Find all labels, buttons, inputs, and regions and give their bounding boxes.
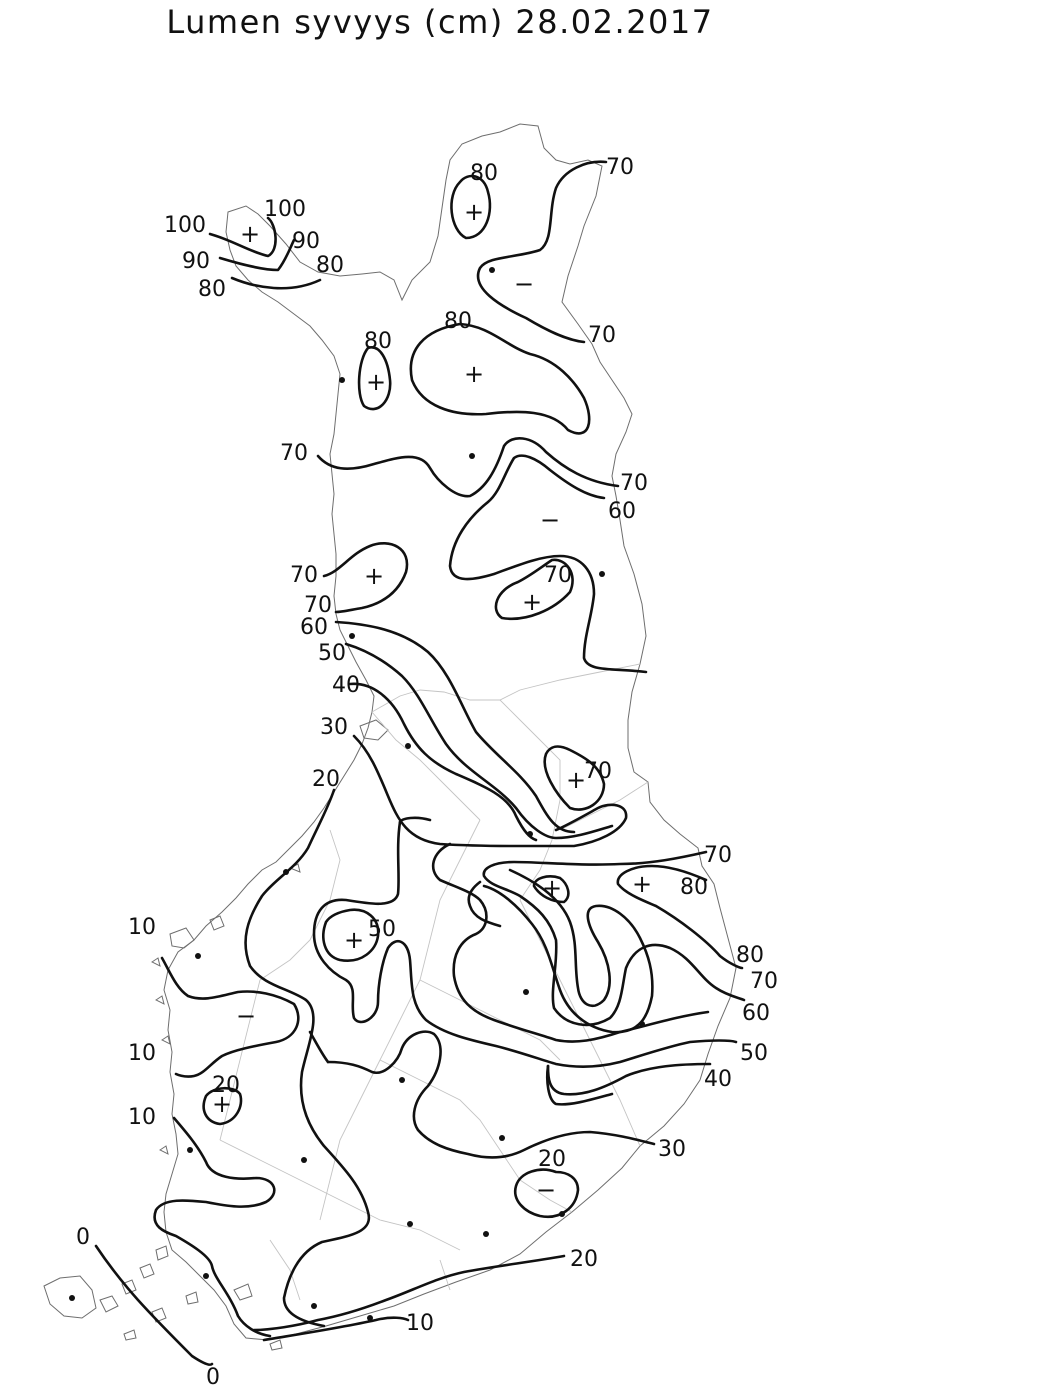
contour-label: 70 <box>588 323 616 348</box>
maximum-marker: + <box>212 1090 232 1118</box>
maximum-marker: + <box>522 588 542 616</box>
contour-label: 50 <box>368 917 396 942</box>
contour-label: 70 <box>544 563 572 588</box>
contour-label: 60 <box>608 499 636 524</box>
minimum-marker: − <box>540 506 560 534</box>
contour-label: 70 <box>750 969 778 994</box>
minimum-marker: − <box>536 1176 556 1204</box>
contour-label: 80 <box>198 277 226 302</box>
maximum-marker: + <box>632 870 652 898</box>
country-border <box>163 123 737 1341</box>
contour-label: 100 <box>164 213 206 238</box>
contour-label: 60 <box>742 1001 770 1026</box>
contour-label: 10 <box>128 915 156 940</box>
station-dots <box>69 267 645 1321</box>
contour-label: 10 <box>128 1105 156 1130</box>
contour-labels: 100 90 80 100 90 80 80 80 80 70 70 70 70… <box>76 155 778 1390</box>
contour-label: 20 <box>570 1247 598 1272</box>
region-borders <box>219 663 649 1301</box>
page-title: Lumen syvyys (cm) 28.02.2017 <box>166 3 714 41</box>
maximum-marker: + <box>464 198 484 226</box>
maximum-marker: + <box>366 368 386 396</box>
contour-label: 70 <box>704 843 732 868</box>
contour-label: 80 <box>444 309 472 334</box>
maximum-marker: + <box>364 562 384 590</box>
contour-label: 100 <box>264 197 306 222</box>
contour-label: 30 <box>658 1137 686 1162</box>
contour-label: 20 <box>312 767 340 792</box>
maximum-marker: + <box>344 926 364 954</box>
contour-label: 70 <box>584 759 612 784</box>
contour-label: 90 <box>182 249 210 274</box>
maximum-marker: + <box>542 874 562 902</box>
minimum-marker: − <box>514 270 534 298</box>
contour-label: 80 <box>316 253 344 278</box>
contour-label: 0 <box>206 1365 220 1390</box>
contour-label: 20 <box>212 1073 240 1098</box>
contour-label: 10 <box>406 1311 434 1336</box>
contour-label: 70 <box>620 471 648 496</box>
contour-label: 50 <box>318 641 346 666</box>
contour-label: 20 <box>538 1147 566 1172</box>
contour-label: 40 <box>332 673 360 698</box>
contour-label: 50 <box>740 1041 768 1066</box>
contour-label: 80 <box>680 875 708 900</box>
contour-label: 40 <box>704 1067 732 1092</box>
contour-label: 80 <box>470 161 498 186</box>
contour-label: 30 <box>320 715 348 740</box>
extremum-markers: + + − + + − + + + + + + − + − <box>212 198 652 1204</box>
contour-label: 80 <box>364 329 392 354</box>
minimum-marker: − <box>236 1002 256 1030</box>
maximum-marker: + <box>464 360 484 388</box>
isolines <box>94 160 746 1367</box>
maximum-marker: + <box>240 220 260 248</box>
contour-label: 70 <box>304 593 332 618</box>
contour-label: 0 <box>76 1225 90 1250</box>
contour-label: 70 <box>606 155 634 180</box>
contour-label: 90 <box>292 229 320 254</box>
contour-label: 70 <box>290 563 318 588</box>
maximum-marker: + <box>566 766 586 794</box>
contour-label: 80 <box>736 943 764 968</box>
contour-label: 60 <box>300 615 328 640</box>
archipelago <box>43 719 389 1351</box>
contour-label: 10 <box>128 1041 156 1066</box>
contour-label: 70 <box>280 441 308 466</box>
